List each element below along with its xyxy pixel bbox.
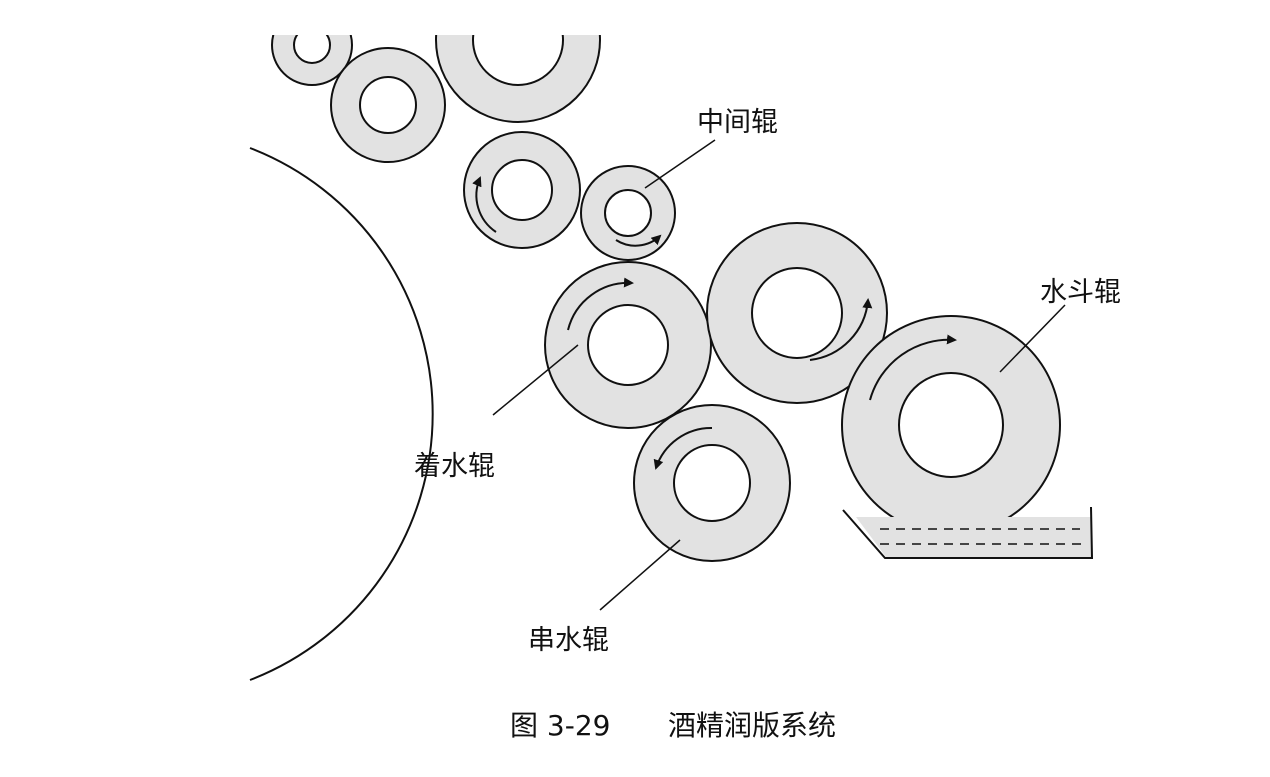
roller-core xyxy=(587,304,669,386)
rotation-arrow xyxy=(869,334,957,401)
roller-core xyxy=(604,189,652,237)
label-form-roller: 着水辊 xyxy=(414,451,495,482)
leader-line xyxy=(644,139,716,189)
rotation-arrow xyxy=(653,426,713,470)
label-intermediate-roller: 中间辊 xyxy=(697,107,778,138)
leader-line xyxy=(492,344,579,416)
rotation-arrow xyxy=(809,298,873,361)
figure-title: 酒精润版系统 xyxy=(668,709,837,742)
roller-core xyxy=(751,267,843,359)
plate-cylinder xyxy=(249,147,434,681)
fountain-water xyxy=(856,517,1091,557)
roller-core xyxy=(673,444,751,522)
leader-line xyxy=(999,304,1066,373)
roller-core xyxy=(491,159,553,221)
roller-core xyxy=(293,35,331,64)
label-oscillating-roller: 串水辊 xyxy=(528,625,609,656)
rotation-arrow xyxy=(615,234,662,247)
leader-line xyxy=(599,539,681,611)
rotation-arrow xyxy=(472,176,497,233)
roller-core xyxy=(472,35,564,86)
roller-core xyxy=(898,372,1004,478)
rotation-arrow xyxy=(567,277,634,331)
fountain-tray xyxy=(842,506,1094,559)
label-fountain-roller: 水斗辊 xyxy=(1040,277,1121,308)
figure-number: 图 3-29 xyxy=(510,709,611,742)
roller-core xyxy=(359,76,417,134)
